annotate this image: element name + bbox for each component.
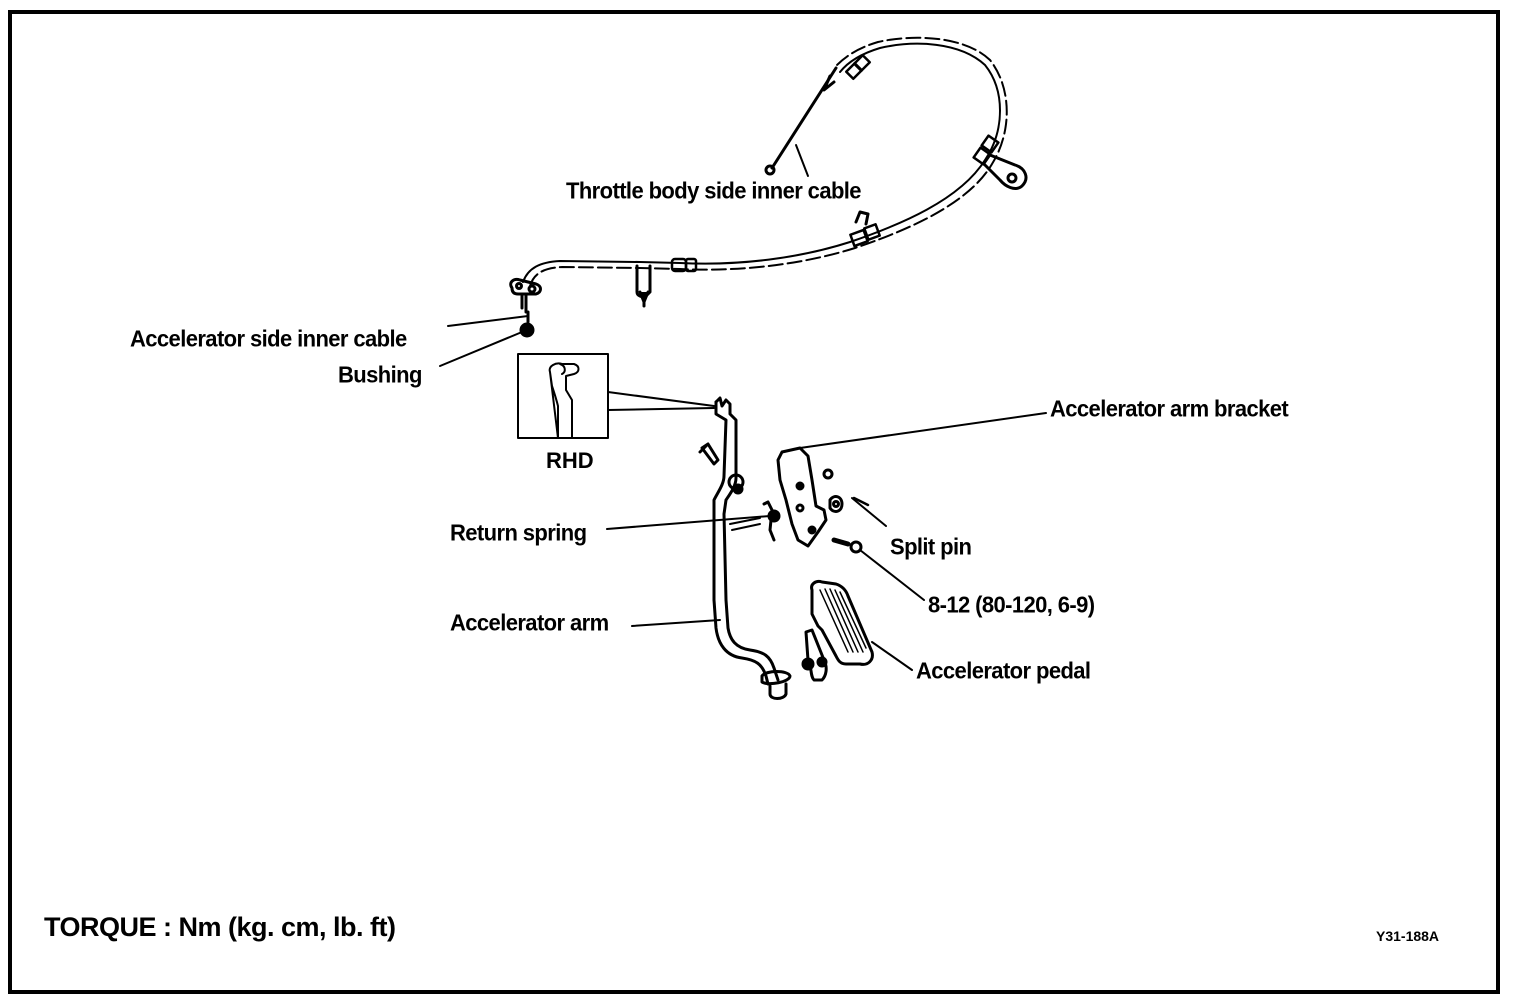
cable-ferrules — [670, 53, 1000, 273]
label-torque-spec: 8-12 (80-120, 6-9) — [928, 591, 1095, 618]
return-spring — [729, 500, 781, 542]
throttle-inner-cable — [764, 66, 838, 177]
leader-lines — [439, 315, 1047, 671]
accelerator-end-bracket — [509, 278, 542, 338]
accelerator-pedal — [801, 580, 874, 682]
label-split-pin: Split pin — [890, 533, 972, 560]
mounting-bolt — [831, 537, 863, 554]
arm-bracket — [776, 446, 844, 548]
label-accelerator-arm-bracket: Accelerator arm bracket — [1050, 395, 1289, 422]
label-accelerator-arm: Accelerator arm — [450, 609, 609, 636]
label-accelerator-pedal: Accelerator pedal — [916, 657, 1091, 684]
torque-units-note: TORQUE : Nm (kg. cm, lb. ft) — [44, 912, 396, 942]
label-rhd: RHD — [546, 448, 594, 473]
diagram-frame — [8, 10, 1500, 994]
pivot-bolt — [698, 442, 720, 466]
label-accelerator-side-inner-cable: Accelerator side inner cable — [130, 325, 407, 352]
label-bushing: Bushing — [338, 361, 422, 388]
accelerator-cable — [522, 36, 1008, 287]
accelerator-arm — [712, 396, 792, 700]
rhd-inset — [517, 353, 715, 439]
split-pin — [852, 496, 870, 507]
figure-code: Y31-188A — [1376, 928, 1440, 944]
cable-clip-small — [854, 210, 870, 226]
label-return-spring: Return spring — [450, 519, 587, 546]
cable-grommet — [635, 264, 652, 308]
label-throttle-body-side-inner-cable: Throttle body side inner cable — [566, 177, 862, 204]
cable-clip-bracket — [983, 153, 1028, 190]
